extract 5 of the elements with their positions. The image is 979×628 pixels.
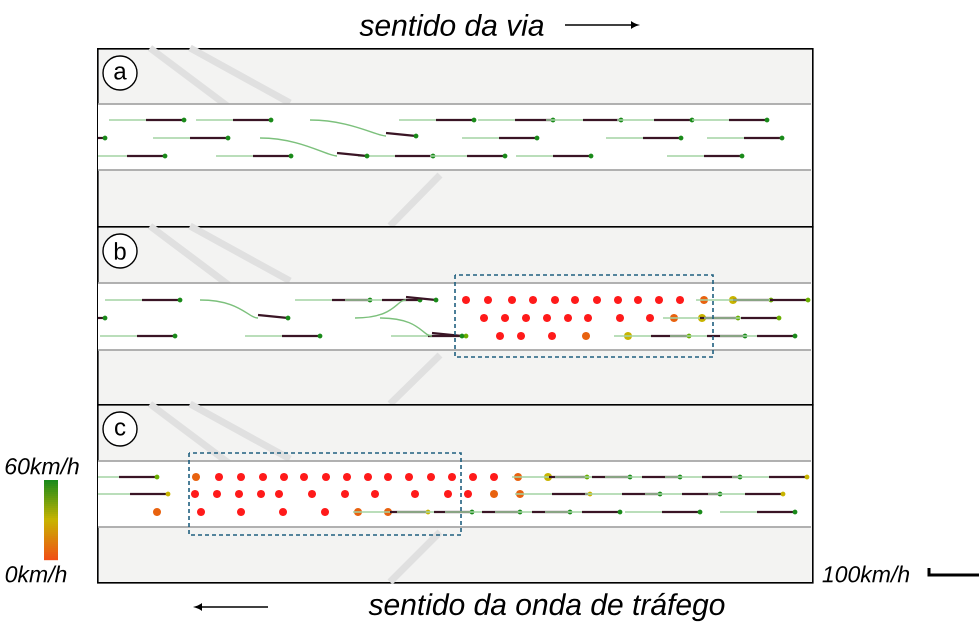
label: 0km/h [6,566,66,582]
panel-letter: a [102,55,138,91]
label: 60km/h [6,458,79,474]
panel-letter: b [102,233,138,269]
panel-letter: c [102,411,138,447]
